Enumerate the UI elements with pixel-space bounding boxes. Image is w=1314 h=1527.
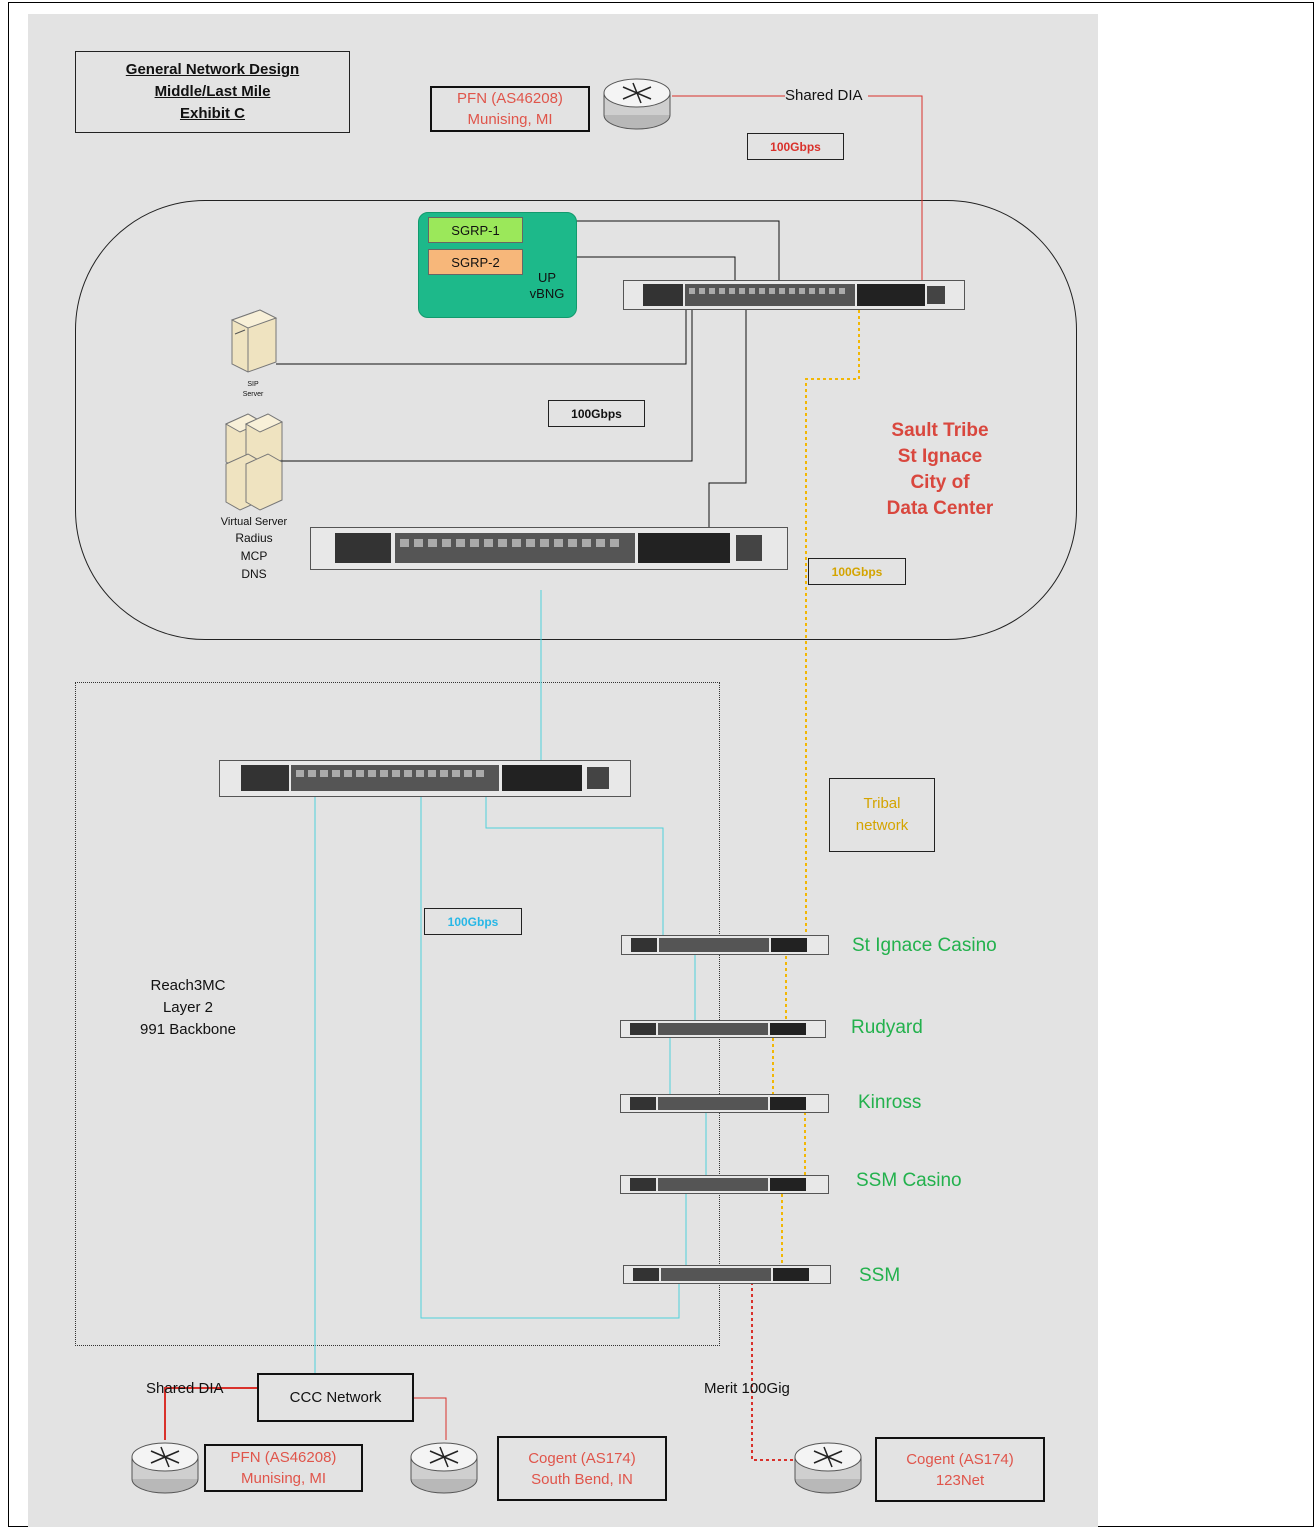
dc-line2: St Ignace: [897, 446, 983, 467]
router-icon: [603, 78, 671, 130]
vbng-label: UP vBNG: [522, 270, 572, 302]
layer2-label: Reach3MC Layer 2 991 Backbone: [118, 975, 258, 1041]
link-l2-casino: [485, 790, 664, 944]
title-line2: Middle/Last Mile: [154, 83, 271, 100]
router-icon: [794, 1442, 862, 1494]
dns: DNS: [241, 567, 267, 581]
switch-icon: [310, 527, 788, 570]
switch-icon: [623, 1265, 831, 1284]
isp-cogent-123-line1: Cogent (AS174): [906, 1450, 1014, 1468]
dc-line3: City of: [910, 472, 970, 493]
isp-cogent-123net: Cogent (AS174) 123Net: [875, 1437, 1045, 1502]
title-line1: General Network Design: [125, 61, 300, 78]
virtual-server: Virtual Server: [220, 516, 288, 528]
sgrp-1: SGRP-1: [428, 217, 523, 243]
isp-pfn-bottom-line2: Munising, MI: [240, 1470, 327, 1487]
sip-line1: SIP: [247, 381, 259, 388]
datacenter-zone: [75, 200, 1077, 640]
link-ccc-cogent: [414, 1397, 447, 1440]
link-ccc-pfn: [164, 1387, 258, 1440]
virtual-server-label: Virtual Server Radius MCP DNS: [204, 515, 304, 583]
link-merit: [751, 1282, 798, 1461]
switch-icon: [620, 1094, 829, 1113]
title-line3: Exhibit C: [179, 105, 245, 122]
ccc-network-label: CCC Network: [289, 1389, 382, 1406]
isp-pfn-top-line2: Munising, MI: [467, 111, 553, 128]
layer2-zone: [75, 682, 720, 1346]
layer2-line1: Reach3MC: [150, 977, 226, 994]
isp-cogent-sb-line2: South Bend, IN: [531, 1470, 633, 1488]
site-ssm-casino: SSM Casino: [856, 1170, 962, 1191]
speed-tribal: 100Gbps: [808, 558, 906, 585]
link-sgrp1: [523, 220, 780, 286]
isp-pfn-top-line1: PFN (AS46208): [457, 90, 563, 107]
mcp: MCP: [240, 549, 268, 563]
diagram-title: General Network Design Middle/Last Mile …: [75, 51, 350, 133]
shared-dia-bottom-label: Shared DIA: [146, 1380, 224, 1397]
switch-icon: [620, 1175, 829, 1194]
sgrp-2: SGRP-2: [428, 249, 523, 275]
shared-dia-top-label: Shared DIA: [785, 87, 863, 104]
link-tribal-top: [805, 304, 860, 937]
isp-pfn-bottom-line1: PFN (AS46208): [230, 1449, 337, 1466]
link-sip: [276, 304, 687, 365]
site-ssm: SSM: [859, 1265, 901, 1286]
speed-datacenter: 100Gbps: [548, 400, 645, 427]
layer2-line3: 991 Backbone: [140, 1021, 236, 1038]
isp-pfn-bottom: PFN (AS46208) Munising, MI: [204, 1444, 363, 1492]
layer2-line2: Layer 2: [162, 999, 214, 1016]
speed-layer2: 100Gbps: [424, 908, 522, 935]
link-shared-dia-down: [868, 95, 923, 292]
tribal-line1: Tribal: [863, 795, 901, 812]
merit-label: Merit 100Gig: [704, 1380, 790, 1397]
isp-pfn-top: PFN (AS46208) Munising, MI: [430, 86, 590, 132]
vbng-name: vBNG: [529, 286, 565, 301]
sip-line2: Server: [242, 391, 264, 398]
server-icon: [224, 413, 284, 511]
tribal-network-box: Tribal network: [829, 778, 935, 852]
speed-top-red: 100Gbps: [747, 133, 844, 160]
dc-line1: Sault Tribe: [891, 420, 989, 441]
isp-cogent-sb-line1: Cogent (AS174): [528, 1449, 636, 1467]
link-virtual: [276, 304, 693, 462]
switch-icon: [620, 1020, 826, 1038]
link-l2-ssm: [420, 790, 680, 1319]
ccc-network-box: CCC Network: [257, 1373, 414, 1422]
switch-icon: [219, 760, 631, 797]
dc-line4: Data Center: [886, 498, 994, 519]
link-sgrp2: [523, 256, 736, 286]
server-icon: [230, 309, 278, 373]
router-icon: [410, 1442, 478, 1494]
site-kinross: Kinross: [858, 1092, 922, 1113]
switch-icon: [621, 935, 829, 955]
router-icon: [131, 1442, 199, 1494]
link-core-switch: [708, 304, 747, 533]
vbng-up: UP: [537, 270, 557, 285]
datacenter-name: Sault Tribe St Ignace City of Data Cente…: [870, 418, 1010, 522]
isp-cogent-southbend: Cogent (AS174) South Bend, IN: [497, 1436, 667, 1501]
switch-icon: [623, 280, 965, 310]
isp-cogent-123-line2: 123Net: [935, 1471, 985, 1489]
radius: Radius: [235, 531, 273, 545]
site-rudyard: Rudyard: [851, 1017, 923, 1038]
tribal-line2: network: [855, 817, 909, 834]
site-st-ignace-casino: St Ignace Casino: [852, 935, 997, 956]
sip-server-label: SIP Server: [228, 380, 278, 400]
